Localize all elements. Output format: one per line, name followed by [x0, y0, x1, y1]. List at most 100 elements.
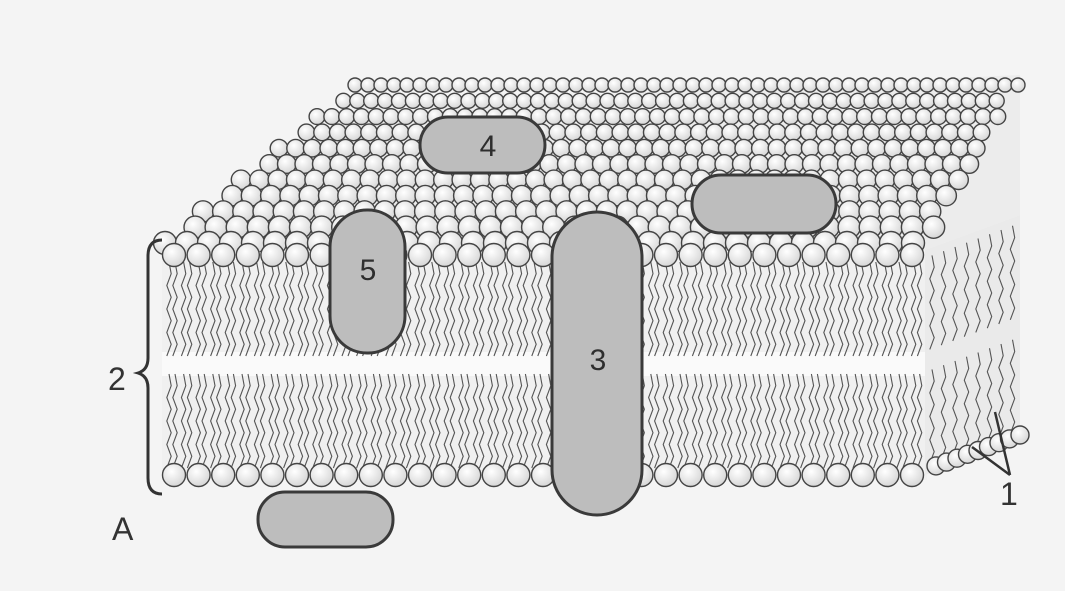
- lipid-head: [855, 78, 869, 92]
- lipid-head: [620, 109, 636, 125]
- lipid-head: [461, 93, 476, 108]
- lipid-head: [386, 139, 404, 157]
- lipid-head: [975, 109, 991, 125]
- lipid-head: [961, 93, 976, 108]
- lipid-head: [864, 93, 879, 108]
- lipid-head: [933, 78, 947, 92]
- lipid-head: [621, 78, 635, 92]
- lipid-head: [778, 464, 801, 487]
- lipid-head: [426, 78, 440, 92]
- lipid-head: [790, 78, 804, 92]
- lipid-head: [901, 464, 924, 487]
- lipid-head: [694, 109, 710, 125]
- lipid-head: [857, 109, 873, 125]
- lipid-head: [959, 78, 973, 92]
- lipid-head: [920, 78, 934, 92]
- lipid-head: [751, 78, 765, 92]
- lipid-head: [452, 78, 466, 92]
- lipid-head: [718, 139, 736, 157]
- lipid-head: [975, 93, 990, 108]
- lipid-head: [768, 109, 784, 125]
- lipid-head: [942, 124, 959, 141]
- lipid-head: [739, 93, 754, 108]
- bilayer-brace: [138, 240, 162, 494]
- lipid-head: [738, 78, 752, 92]
- protein-peripheral-bottom: [258, 492, 393, 547]
- lipid-head: [753, 93, 768, 108]
- lipid-head: [989, 93, 1004, 108]
- lipid-head: [392, 124, 409, 141]
- lipid-head: [409, 244, 432, 267]
- lipid-head: [753, 124, 770, 141]
- lipid-head: [670, 93, 685, 108]
- lipid-head: [286, 244, 309, 267]
- lipid-head: [842, 78, 856, 92]
- lipid-head: [876, 464, 899, 487]
- lipid-head: [398, 109, 414, 125]
- lipid-head: [600, 93, 615, 108]
- lipid-head: [906, 93, 921, 108]
- lipid-head: [679, 464, 702, 487]
- lipid-head: [605, 109, 621, 125]
- lipid-head: [863, 124, 880, 141]
- lipid-head: [738, 124, 755, 141]
- lipid-head: [1011, 78, 1025, 92]
- label-5: 5: [360, 254, 377, 287]
- label-4: 4: [480, 130, 497, 163]
- lipid-head: [881, 78, 895, 92]
- lipid-head: [990, 109, 1006, 125]
- lipid-head: [876, 244, 899, 267]
- lipid-head: [419, 93, 434, 108]
- lipid-head: [803, 78, 817, 92]
- lipid-head: [920, 93, 935, 108]
- lipid-head: [447, 93, 462, 108]
- lipid-head: [400, 78, 414, 92]
- lipid-head: [504, 78, 518, 92]
- lipid-head: [868, 78, 882, 92]
- label-2: 2: [108, 361, 126, 397]
- lipid-head: [827, 244, 850, 267]
- lipid-head: [675, 124, 692, 141]
- lipid-head: [985, 78, 999, 92]
- lipid-head: [936, 185, 956, 205]
- lipid-head: [614, 93, 629, 108]
- label-A: A: [112, 511, 134, 547]
- lipid-head: [576, 109, 592, 125]
- lipid-head: [374, 78, 388, 92]
- lipid-head: [364, 93, 379, 108]
- lipid-head: [581, 124, 598, 141]
- lipid-head: [507, 464, 530, 487]
- lipid-head: [596, 124, 613, 141]
- lipid-head: [998, 78, 1012, 92]
- lipid-head: [387, 78, 401, 92]
- lipid-head: [712, 78, 726, 92]
- lipid-head: [409, 464, 432, 487]
- lipid-head: [650, 109, 666, 125]
- lipid-head: [960, 109, 976, 125]
- lipid-head: [482, 244, 505, 267]
- lipid-head: [709, 109, 725, 125]
- lipid-head: [785, 124, 802, 141]
- lipid-head: [517, 78, 531, 92]
- lipid-head: [261, 244, 284, 267]
- lipid-head: [236, 244, 259, 267]
- lipid-head: [691, 124, 708, 141]
- lipid-head: [544, 93, 559, 108]
- lipid-head: [556, 78, 570, 92]
- lipid-head: [711, 93, 726, 108]
- lipid-head: [851, 464, 874, 487]
- lipid-head: [802, 464, 825, 487]
- lipid-head: [565, 124, 582, 141]
- lipid-head: [801, 124, 818, 141]
- lipid-head: [795, 93, 810, 108]
- lipid-head: [728, 244, 751, 267]
- label-1: 1: [1000, 476, 1018, 512]
- lipid-head: [413, 109, 429, 125]
- lipid-head: [491, 78, 505, 92]
- lipid-head: [330, 124, 347, 141]
- lipid-head: [286, 464, 309, 487]
- lipid-head: [659, 124, 676, 141]
- lipid-head: [489, 93, 504, 108]
- outer-head-row: [163, 244, 924, 267]
